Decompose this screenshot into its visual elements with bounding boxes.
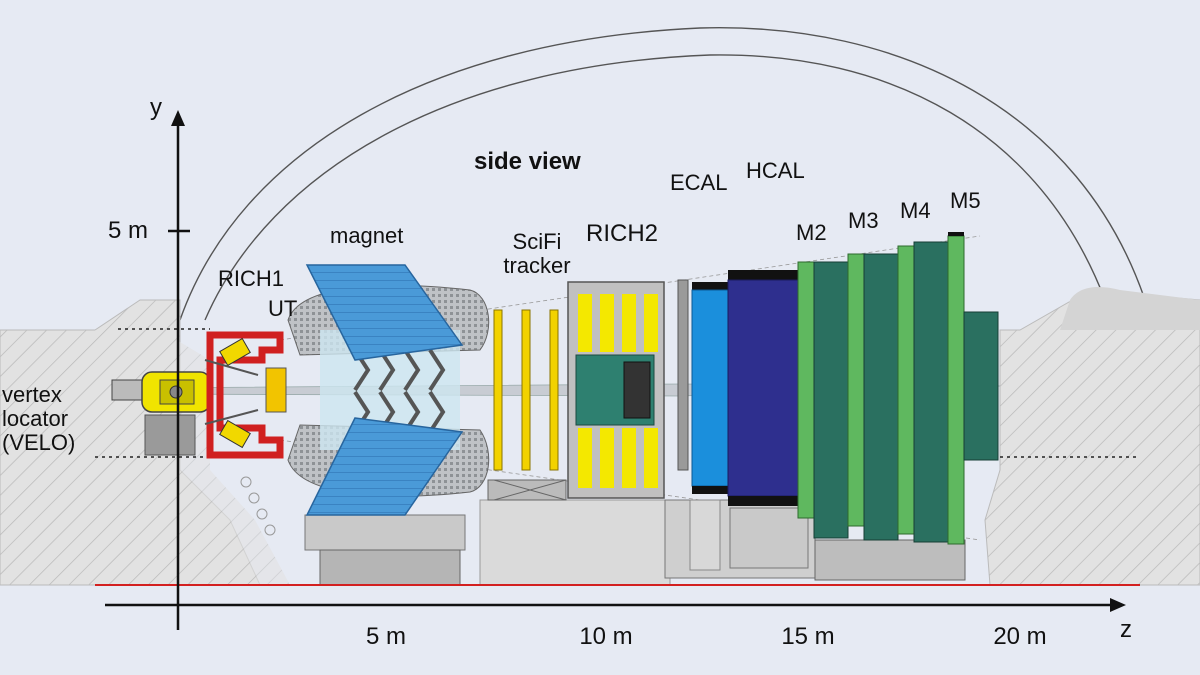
m5-station bbox=[947, 235, 965, 545]
cavern-ledge-right bbox=[1060, 287, 1200, 330]
m4-station bbox=[897, 245, 915, 535]
ut-detector bbox=[265, 367, 287, 413]
y-tick-label-5m: 5 m bbox=[108, 217, 149, 244]
scifi-tracker bbox=[487, 309, 567, 501]
hcal-detector bbox=[727, 270, 809, 569]
hcal-label: HCAL bbox=[746, 158, 805, 183]
magnet-base-lower bbox=[319, 549, 461, 586]
m4-label: M4 bbox=[900, 198, 931, 223]
magnet-yoke-top bbox=[305, 264, 464, 361]
ecal-label: ECAL bbox=[670, 170, 728, 195]
m2-label: M2 bbox=[796, 220, 827, 245]
z-axis-arrowhead bbox=[1110, 598, 1126, 612]
rich2-base bbox=[479, 499, 671, 586]
rich1-detector bbox=[204, 331, 284, 459]
m3-label: M3 bbox=[848, 208, 879, 233]
m3-station bbox=[847, 253, 865, 527]
rich2-label: RICH2 bbox=[586, 220, 659, 247]
muon-stations bbox=[797, 232, 999, 545]
z-tick-label-20m: 20 m bbox=[993, 623, 1047, 650]
rich1-label: RICH1 bbox=[218, 266, 285, 291]
magnet-label: magnet bbox=[330, 223, 404, 248]
z-tick-label-15m: 15 m bbox=[781, 623, 835, 650]
magnet-yoke-bottom bbox=[305, 417, 464, 516]
z-axis-label: z bbox=[1120, 616, 1132, 643]
m5-label: M5 bbox=[950, 188, 981, 213]
cavern-wall-right bbox=[984, 289, 1200, 586]
preshower-detector bbox=[677, 279, 689, 471]
scifi-label: SciFi tracker bbox=[503, 229, 571, 278]
z-tick-label-10m: 10 m bbox=[579, 623, 633, 650]
ecal-detector bbox=[689, 282, 729, 571]
diagram-title: side view bbox=[474, 148, 581, 175]
cavern-arc-outer bbox=[179, 27, 1146, 321]
y-axis-arrowhead bbox=[171, 110, 185, 126]
cavern-arc-inner bbox=[204, 54, 1106, 321]
velo-support bbox=[144, 414, 196, 456]
velo-label: vertex locator (VELO) bbox=[2, 382, 76, 455]
cavern-wall-left-inner bbox=[95, 330, 290, 585]
m2-station bbox=[797, 261, 815, 519]
muon-base bbox=[814, 539, 966, 581]
ut-label: UT bbox=[268, 296, 298, 321]
rich2-detector bbox=[567, 281, 665, 499]
magnet-base bbox=[304, 514, 466, 551]
z-tick-label-5m: 5 m bbox=[365, 623, 407, 650]
magnet bbox=[287, 264, 490, 516]
y-axis-label: y bbox=[150, 94, 162, 121]
